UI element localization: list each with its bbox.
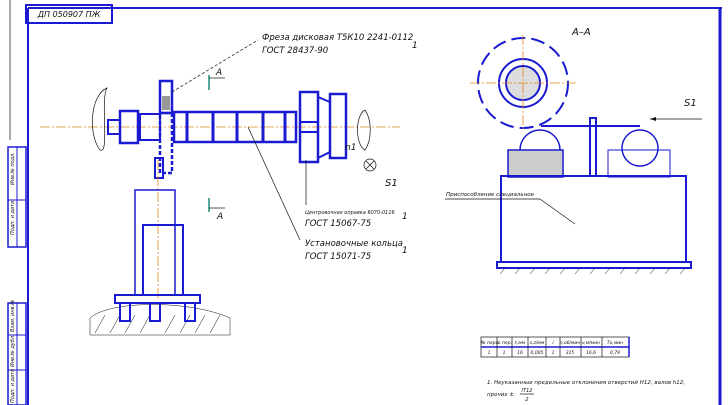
drawing-frame [9,0,722,405]
table-cell: 1 [488,350,491,356]
table-header: s,z/мм [530,340,545,346]
disc-cutter [470,35,576,130]
fixture-label: Приспособление специальное [446,192,535,198]
rings-label: Установочные кольца [305,239,403,249]
section-feed-label: S1 [684,98,697,109]
stamp-code: ДП 050907 ПЖ [37,10,101,19]
table-cell: 1 [552,350,555,356]
cutter-standard: ГОСТ 28437-90 [262,46,328,56]
mandrel-standard: ГОСТ 15067-75 [305,219,371,229]
title-stamp: ДП 050907 ПЖ [25,4,113,24]
cutter-qty: 1 [412,41,418,51]
table-cell: 0,79 [610,350,620,356]
strip-label: Инв.№ дубл. [10,334,16,367]
strip-label: Подп. и дата [10,201,16,235]
table-header: № пер. [495,340,512,346]
section-view: A–A S1 Приспособление специальное [445,27,702,275]
fraction-numerator: IT12 [522,388,533,394]
section-title: A–A [571,27,591,38]
strip-label: Подп. и дата [10,369,16,403]
table-header: v,м/мин [582,340,600,346]
rings-standard: ГОСТ 15071-75 [305,252,371,262]
table-cell: 16 [517,350,523,356]
rings-qty: 1 [402,246,408,256]
table-header: № пер. [480,340,497,346]
table-cell: 16,6 [586,350,596,356]
strip-label: Инв.№ подл. [10,152,16,185]
section-mark-bottom: A [216,212,223,222]
table-header: i [552,340,554,346]
table-header: t,мм [515,340,526,346]
note-line-2: прочих ± [487,392,514,398]
table-header: Tо,мин [607,340,623,346]
table-cell: 0,005 [531,350,544,356]
fraction-denominator: 2 [525,397,528,403]
mandrel-assembly: n1 S1 A A [40,39,400,336]
side-strip: Инв.№ подл. Подп. и дата Взам. инв.№ Инв… [7,146,27,405]
feed-label: S1 [385,178,398,189]
cutting-modes-table: № пер. № пер. t,мм s,z/мм i n,об/мин v,м… [480,336,630,358]
table-header: n,об/мин [560,340,581,346]
strip-label: Взам. инв.№ [10,300,16,332]
table-cell: 1 [503,350,506,356]
technical-notes: 1. Неуказанные предельные отклонения отв… [487,380,685,403]
table-cell: 315 [566,350,575,356]
left-view-callouts: Фреза дисковая Т5К10 2241-0112 ГОСТ 2843… [262,33,418,262]
note-line-1: 1. Неуказанные предельные отклонения отв… [487,380,685,386]
rotation-label: n1 [345,143,356,153]
mandrel-label: Центровочная оправка 6070-0116 [305,210,395,216]
mandrel-qty: 1 [402,212,408,222]
section-mark-top: A [215,68,222,78]
cutter-label: Фреза дисковая Т5К10 2241-0112 [262,33,413,43]
